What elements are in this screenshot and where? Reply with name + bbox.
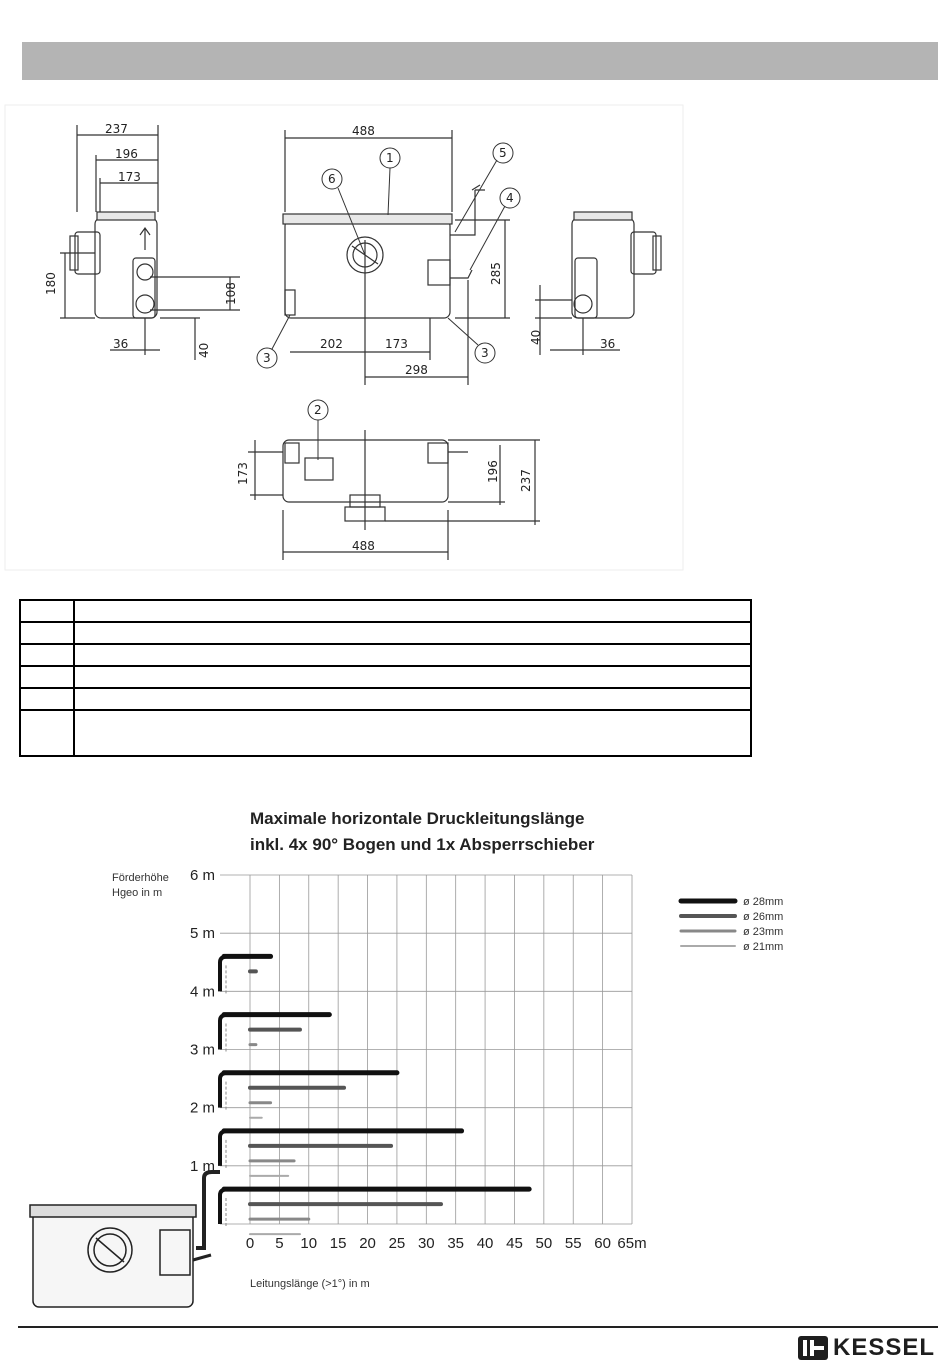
dim-left-36: 36 [113,337,128,351]
dim-top-488: 488 [352,539,375,553]
y-tick-label: 4 m [190,983,215,1000]
callout-2: 2 [314,403,322,417]
dim-front-298: 298 [405,363,428,377]
dim-top-173: 173 [236,462,250,485]
x-tick-label: 45 [506,1235,523,1252]
x-tick-label: 5 [275,1235,283,1252]
x-tick-label: 35 [447,1235,464,1252]
x-tick-label: 40 [477,1235,494,1252]
y-tick-label: 5 m [190,925,215,942]
riser-line [218,1070,250,1108]
dim-left-237: 237 [105,122,128,136]
x-tick-label: 55 [565,1235,582,1252]
riser-line [218,954,250,992]
dim-left-108: 108 [224,282,238,305]
front-view [282,130,510,385]
dim-top-237: 237 [519,469,533,492]
legend-label: ø 28mm [743,896,783,908]
dim-left-196: 196 [115,147,138,161]
x-axis-label: Leitungslänge (>1°) in m [250,1278,370,1290]
dim-front-202: 202 [320,337,343,351]
pressure-line-chart: Maximale horizontale Druckleitungslänge … [29,809,783,1308]
brand-logo: KESSEL [798,1334,935,1362]
callout-6: 6 [328,172,336,186]
x-tick-label: 60 [594,1235,611,1252]
callout-3-right: 3 [481,346,489,360]
callout-4: 4 [506,191,514,205]
y-tick-labels: 1 m2 m3 m4 m5 m6 m [190,867,215,1175]
chart-title: Maximale horizontale Druckleitungslänge [250,809,584,828]
dim-front-285: 285 [489,262,503,285]
dim-left-40: 40 [197,343,211,358]
callout-1: 1 [386,151,394,165]
y-tick-label: 2 m [190,1100,215,1117]
table-row [19,643,752,667]
chart-bars [218,953,532,1236]
dim-right-36: 36 [600,337,615,351]
riser-line [218,1012,250,1050]
dim-front-488: 488 [352,124,375,138]
y-tick-label: 6 m [190,867,215,884]
chart-legend: ø 28mm ø 26mm ø 23mm ø 21mm [678,896,783,953]
x-tick-label: 25 [389,1235,406,1252]
dim-left-173: 173 [118,170,141,184]
top-view [248,430,540,560]
brand-name: KESSEL [833,1334,936,1361]
side-view-right [535,211,662,355]
dim-right-40: 40 [529,330,543,345]
legend-table [19,599,752,757]
dim-front-173: 173 [385,337,408,351]
x-tick-label: 0 [246,1235,254,1252]
x-tick-label: 30 [418,1235,435,1252]
legend-label: ø 21mm [743,941,783,953]
chart-grid [220,874,633,1225]
x-tick-label: 20 [359,1235,376,1252]
dim-left-180: 180 [44,272,58,295]
legend-label: ø 23mm [743,926,783,938]
dim-top-196: 196 [486,460,500,483]
callout-5: 5 [499,146,507,160]
x-tick-label: 50 [536,1235,553,1252]
riser-line [218,1187,250,1224]
dimension-drawing: 237 196 173 180 108 36 40 488 202 173 29… [4,104,684,571]
kessel-logo-icon [798,1336,828,1360]
x-tick-label: 65m [617,1235,646,1252]
table-row [19,687,752,711]
table-row [19,621,752,645]
side-view-left [60,125,240,360]
y-tick-label: 3 m [190,1042,215,1059]
riser-line [218,1128,250,1166]
header-bar [22,42,938,80]
callout-markers [256,142,521,460]
legend-label: ø 26mm [743,911,783,923]
chart-subtitle: inkl. 4x 90° Bogen und 1x Absperrschiebe… [250,835,595,854]
table-row [19,709,752,757]
x-tick-labels: 0 5 10 15 20 25 30 35 40 45 50 55 60 65m [246,1235,647,1252]
x-tick-label: 15 [330,1235,347,1252]
pump-illustration [29,1170,220,1308]
table-row [19,665,752,689]
footer-rule [18,1326,938,1328]
table-row [19,599,752,623]
x-tick-label: 10 [300,1235,317,1252]
callout-3-left: 3 [263,351,271,365]
